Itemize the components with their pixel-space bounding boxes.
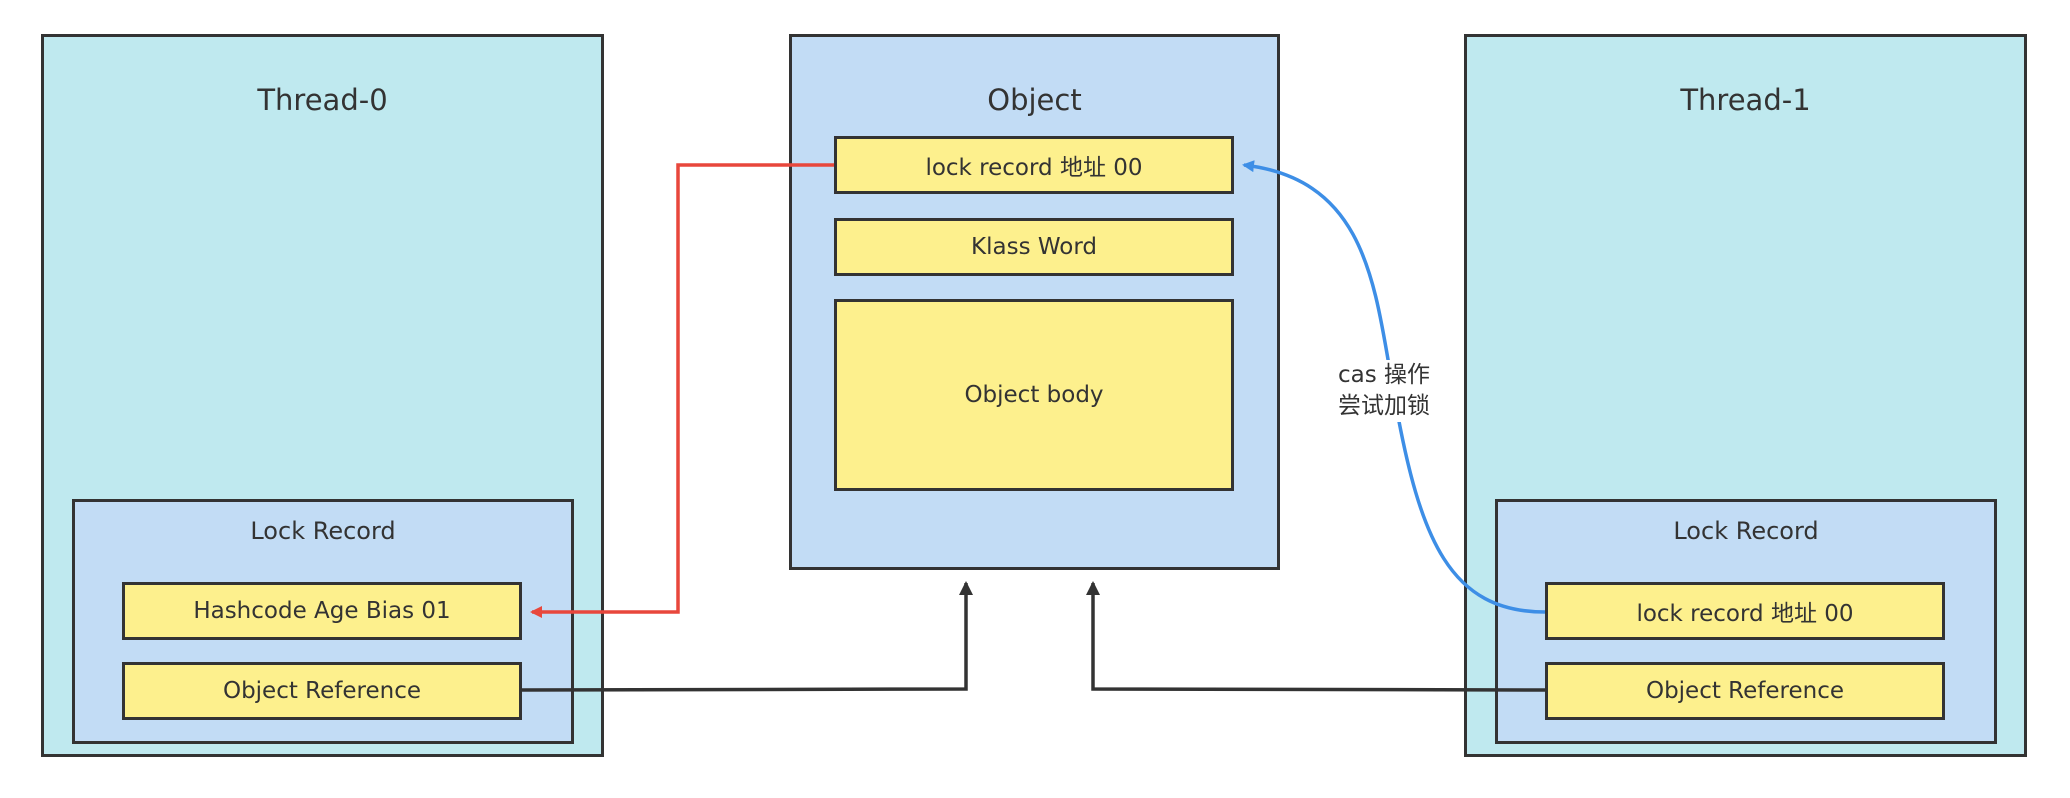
cas-edge-label: cas 操作 尝试加锁	[1338, 360, 1431, 422]
thread-0-displaced-mark-word: Hashcode Age Bias 01	[122, 582, 522, 640]
thread-0-title: Thread-0	[257, 83, 388, 117]
object-title: Object	[987, 83, 1082, 117]
thread-1-lock-record-title: Lock Record	[1673, 517, 1819, 545]
object-klass-word: Klass Word	[834, 218, 1234, 276]
red-arrow-mark-word-to-thread-0	[530, 163, 834, 618]
dark-arrow-thread-0-reference-to-object	[521, 581, 973, 692]
dark-arrow-thread-1-reference-to-object	[1086, 581, 1546, 692]
thread-0-lock-record-title: Lock Record	[250, 517, 396, 545]
thread-1-object-reference: Object Reference	[1545, 662, 1945, 720]
object-mark-word: lock record 地址 00	[834, 136, 1234, 194]
cas-label-line-2: 尝试加锁	[1338, 393, 1431, 419]
thread-0-object-reference: Object Reference	[122, 662, 522, 720]
object-body: Object body	[834, 299, 1234, 491]
thread-1-title: Thread-1	[1680, 83, 1811, 117]
thread-1-lock-record-address: lock record 地址 00	[1545, 582, 1945, 640]
cas-label-line-1: cas 操作	[1338, 362, 1431, 388]
